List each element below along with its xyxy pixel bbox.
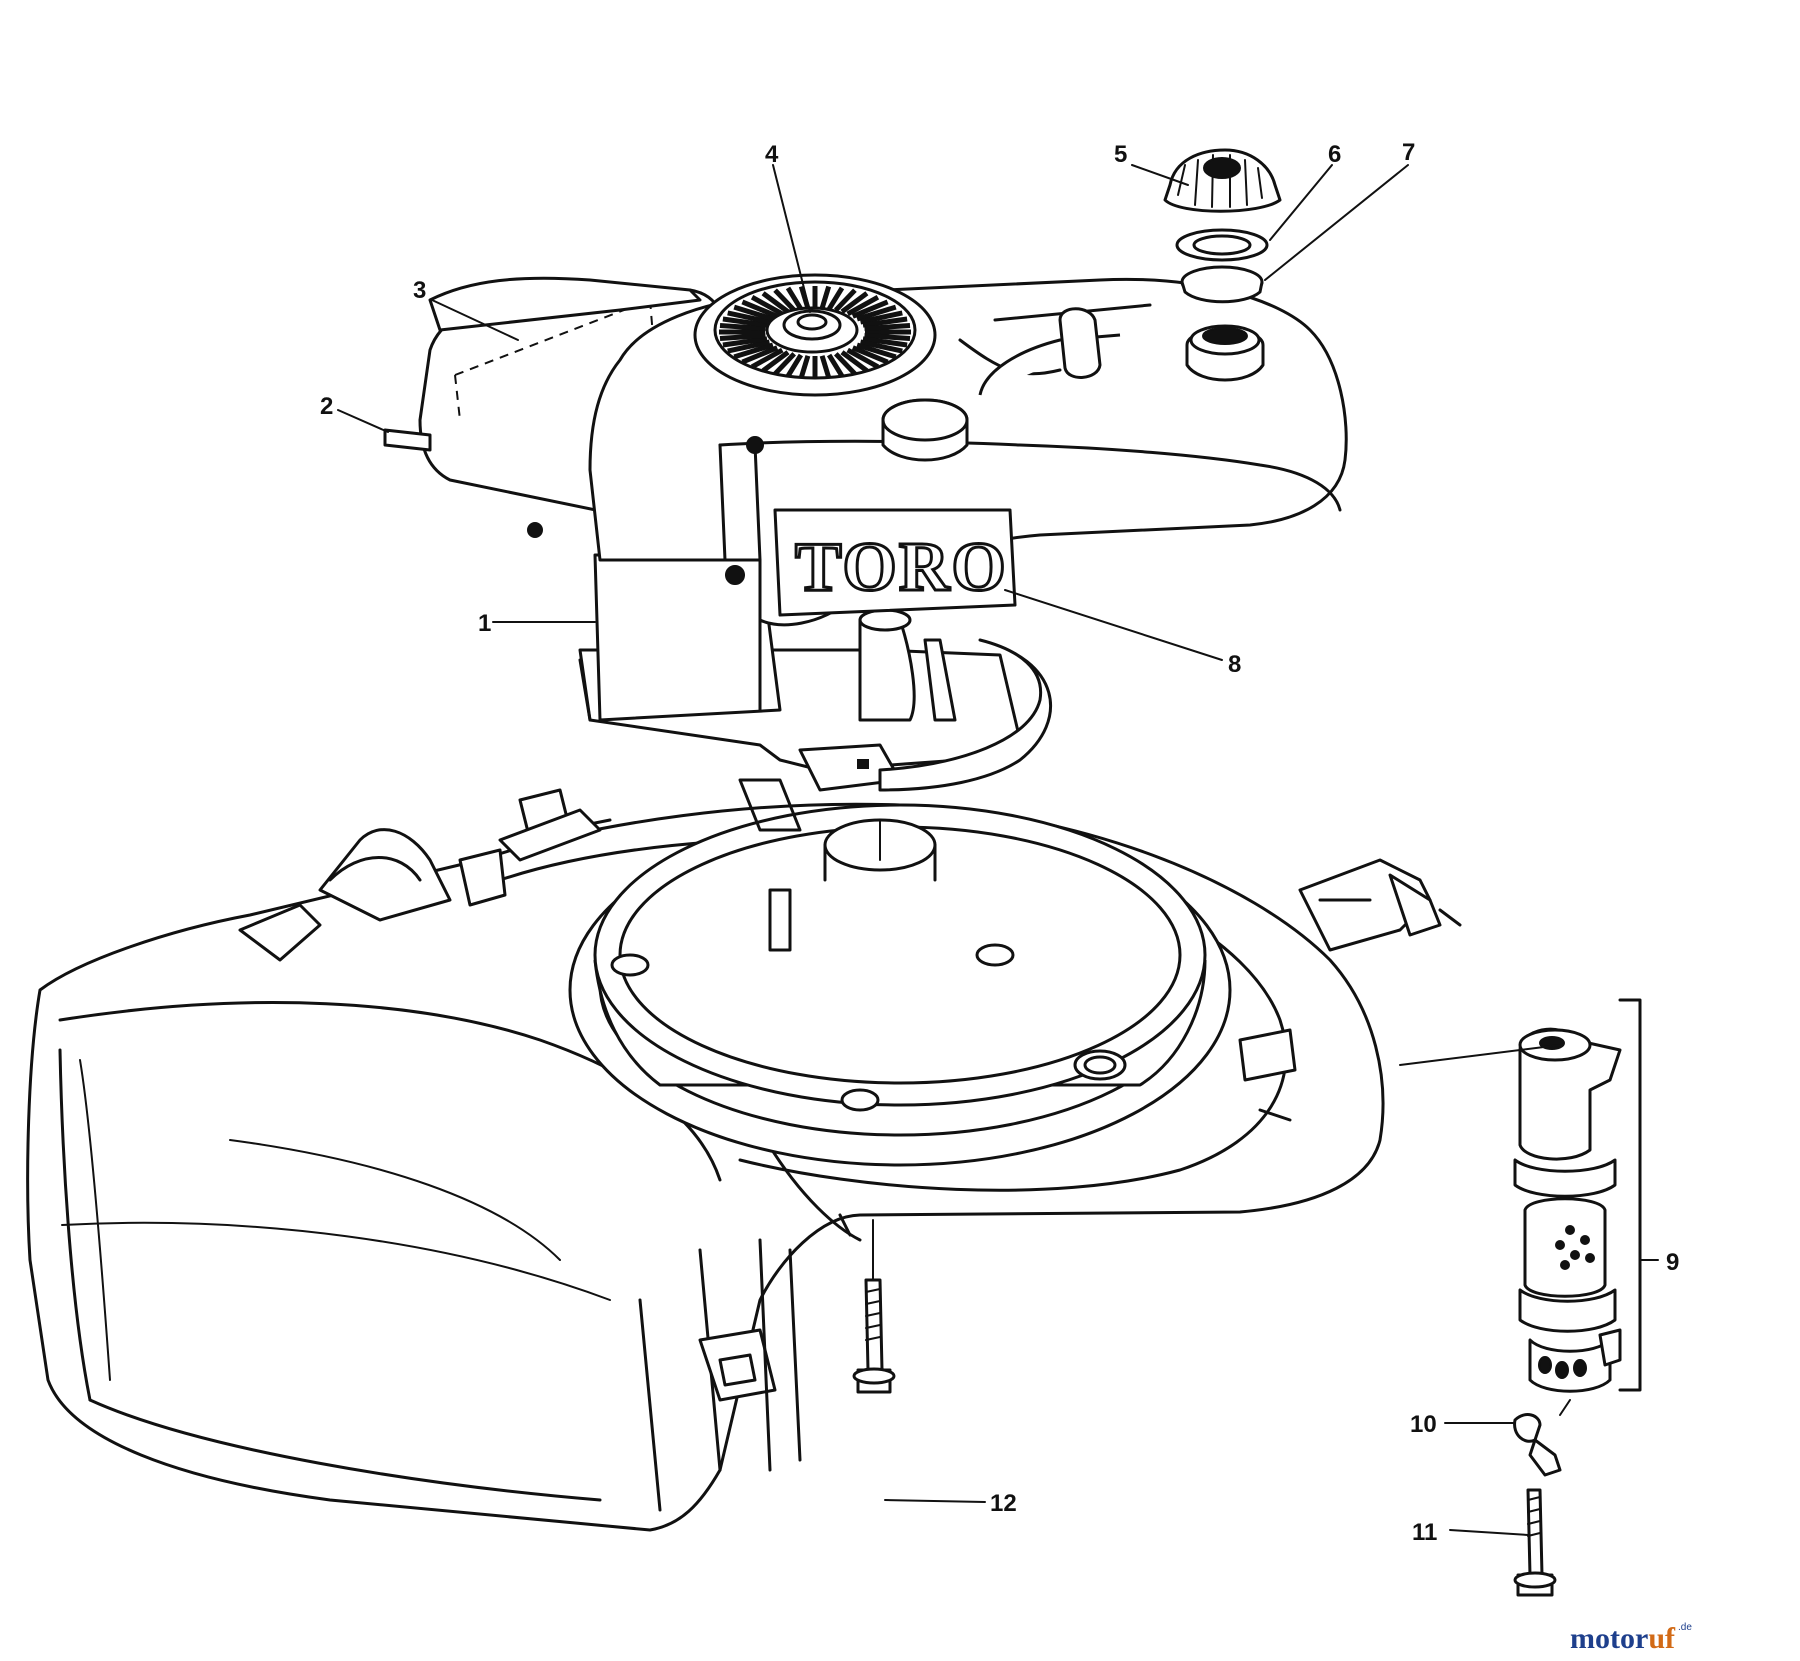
callout-6: 6 [1328,141,1341,168]
starter-fin [851,345,889,365]
starter-fin [722,336,768,348]
blade-adapter-assembly [1399,998,1642,1597]
callout-7: 7 [1402,139,1415,166]
starter-fin [761,350,790,373]
callout-1: 1 [478,610,491,637]
starter-fin [856,342,897,360]
starter-fin [819,285,832,309]
starter-fin [859,339,903,354]
callout-2: 2 [320,393,333,420]
engine-assembly: TORO [383,273,1348,832]
starter-fin [862,316,908,328]
callout-8: 8 [1228,651,1241,678]
starter-fin [862,336,908,348]
starter-fin [750,347,784,369]
deck-bolt [852,1219,896,1394]
starter-fin [864,323,911,332]
starter-fin [733,304,774,322]
watermark-logo: motoruf .de [1570,1622,1692,1655]
starter-fin [785,353,804,378]
starter-fin [727,339,771,354]
starter-fin [773,288,797,312]
svg-text:motoruf: motoruf [1570,1622,1676,1655]
starter-fin [833,288,857,312]
starter-fin [798,285,811,309]
callout-12: 12 [990,1490,1017,1517]
starter-fin [741,345,779,365]
starter-fin [864,332,911,341]
watermark-suffix: .de [1678,1622,1692,1633]
callout-4: 4 [765,141,779,168]
starter-fin [846,347,880,369]
callout-3: 3 [413,277,426,304]
starter-fin [798,355,811,379]
starter-fin [840,350,869,373]
callout-labels: 1 2 3 4 5 6 7 8 9 10 11 12 [320,139,1679,1546]
starter-fin [719,323,766,332]
starter-fins [719,285,911,379]
starter-fin [819,355,832,379]
starter-fin [773,352,797,376]
watermark-part-b: uf [1648,1622,1676,1655]
mower-deck [26,788,1462,1532]
starter-fin [785,286,804,311]
callout-10: 10 [1410,1411,1437,1438]
starter-fin [741,299,779,319]
starter-fin [851,299,889,319]
toro-logo-text: TORO [795,529,1008,606]
starter-fin [840,291,869,314]
starter-fin [856,304,897,322]
starter-fin [833,352,857,376]
fuel-cap-stack [1163,148,1282,304]
callout-9: 9 [1666,1249,1679,1276]
watermark-part-a: motor [1570,1622,1648,1655]
callout-11: 11 [1412,1519,1437,1546]
starter-fin [859,310,903,325]
callout-5: 5 [1114,141,1127,168]
starter-fin [761,291,790,314]
starter-fin [826,353,845,378]
starter-fin [722,316,768,328]
callout-leaders [337,164,1659,1536]
starter-fin [733,342,774,360]
starter-fin [750,295,784,317]
starter-fin [846,295,880,317]
starter-fin [826,286,845,311]
starter-fin [727,310,771,325]
starter-fin [719,332,766,341]
